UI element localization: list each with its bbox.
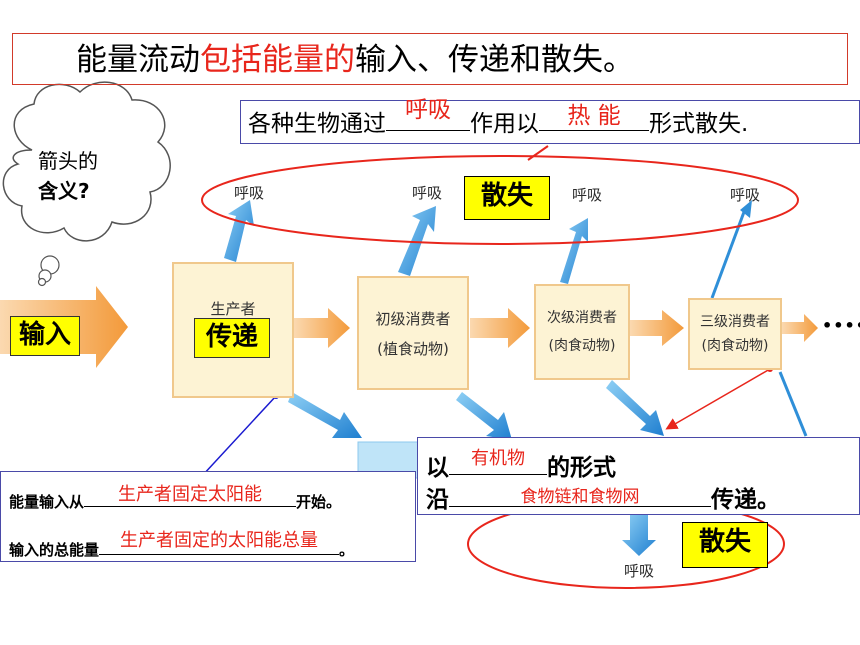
transfer-arrow-2 — [470, 308, 530, 348]
transfer-line2-suffix: 传递。 — [711, 487, 780, 513]
primary-consumer-name: 初级消费者 — [375, 310, 451, 328]
note-pointer-line — [527, 145, 549, 161]
resp-arrow-secondary — [560, 218, 588, 284]
input-note-line1: 能量输入从 生产者固定太阳能 开始。 — [9, 484, 342, 512]
blank-transfer-form: 有机物 — [449, 448, 547, 475]
input-line2-prefix: 输入的总能量 — [9, 541, 100, 559]
bubble-line2: 含义? — [38, 179, 90, 203]
tag-dissipate-top: 散失 — [464, 176, 550, 220]
chain-ellipsis: •••• — [822, 316, 860, 335]
resp-label-producer: 呼吸 — [234, 184, 265, 202]
transfer-note: 以 有机物 的形式 沿 食物链和食物网 传递。 — [417, 437, 860, 515]
top-dissipation-ellipse — [201, 155, 799, 245]
tertiary-pointer-line — [665, 368, 771, 430]
answer-input-total: 生产者固定的太阳能总量 — [120, 530, 319, 551]
blank-form: 热 能 — [539, 103, 649, 131]
secondary-consumer-sub: (肉食动物) — [548, 338, 616, 354]
answer-transfer-form: 有机物 — [471, 448, 525, 469]
transfer-arrow-3 — [630, 310, 684, 346]
dissipation-note: 各种生物通过呼吸作用以 热 能 形式散失. — [248, 97, 749, 140]
input-note-line2: 输入的总能量 生产者固定的太阳能总量。 — [9, 530, 355, 560]
dissipation-suffix: 形式散失. — [649, 111, 749, 137]
thought-bubble-text: 箭头的 含义? — [38, 146, 98, 206]
page-title: 能量流动包括能量的输入、传递和散失。 — [76, 40, 634, 80]
organism-secondary-consumer: 次级消费者 (肉食动物) — [534, 284, 630, 380]
transfer-line1-prefix: 以 — [426, 455, 449, 481]
input-line1-suffix: 开始。 — [296, 493, 342, 511]
resp-label-primary: 呼吸 — [412, 184, 443, 202]
transfer-arrow-1 — [294, 308, 350, 348]
transfer-note-line2: 沿 食物链和食物网 传递。 — [426, 480, 780, 514]
organism-tertiary-consumer: 三级消费者 (肉食动物) — [688, 298, 782, 370]
answer-transfer-path: 食物链和食物网 — [520, 487, 640, 507]
input-note: 能量输入从 生产者固定太阳能 开始。 输入的总能量 生产者固定的太阳能总量。 — [0, 471, 416, 562]
blank-input-total: 生产者固定的太阳能总量 — [99, 530, 340, 555]
transfer-note-line1: 以 有机物 的形式 — [426, 448, 616, 482]
resp-label-tertiary: 呼吸 — [730, 186, 761, 204]
bubble-line1: 箭头的 — [38, 149, 98, 173]
answer-input-start: 生产者固定太阳能 — [118, 484, 263, 505]
decomp-arrow-secondary — [606, 380, 664, 436]
decomp-arrow-producer — [288, 392, 362, 438]
producer-name: 生产者 — [210, 300, 256, 318]
resp-label-decomposer: 呼吸 — [624, 562, 655, 580]
tertiary-consumer-sub: (肉食动物) — [701, 338, 769, 354]
resp-label-secondary: 呼吸 — [572, 186, 603, 204]
tertiary-consumer-name: 三级消费者 — [700, 314, 770, 330]
transfer-line2-prefix: 沿 — [426, 487, 449, 513]
title-part2: 包括能量的 — [200, 42, 355, 78]
answer-form: 热 能 — [567, 103, 621, 129]
decomp-arrow-primary — [456, 392, 512, 440]
title-part3: 输入、传递和散失。 — [355, 42, 634, 78]
decomp-resp-down-arrow — [622, 514, 656, 556]
resp-arrow-tertiary — [710, 211, 746, 299]
blank-input-start: 生产者固定太阳能 — [84, 484, 297, 507]
input-line2-suffix: 。 — [339, 541, 355, 559]
decomp-arrow-tertiary — [778, 371, 808, 437]
organism-primary-consumer: 初级消费者 (植食动物) — [357, 276, 469, 390]
transfer-line1-suffix: 的形式 — [547, 455, 616, 481]
secondary-consumer-name: 次级消费者 — [547, 310, 617, 326]
tag-input: 输入 — [10, 316, 80, 356]
answer-process: 呼吸 — [405, 97, 451, 123]
primary-consumer-sub: (植食动物) — [377, 340, 449, 358]
blank-process: 呼吸 — [386, 97, 470, 131]
resp-arrow-producer — [224, 200, 254, 262]
dissipation-prefix: 各种生物通过 — [248, 111, 386, 137]
tag-transfer: 传递 — [194, 318, 270, 358]
bubble-dot-small — [37, 277, 47, 287]
dissipation-middle: 作用以 — [470, 111, 539, 137]
blank-transfer-path: 食物链和食物网 — [449, 480, 711, 507]
title-frame — [12, 33, 848, 85]
tag-dissipate-bottom: 散失 — [682, 522, 768, 568]
transfer-arrow-4 — [782, 314, 818, 342]
resp-arrow-primary — [398, 206, 436, 276]
input-line1-prefix: 能量输入从 — [9, 493, 85, 511]
producer-pointer-line — [201, 395, 277, 477]
title-part1: 能量流动 — [76, 42, 200, 78]
